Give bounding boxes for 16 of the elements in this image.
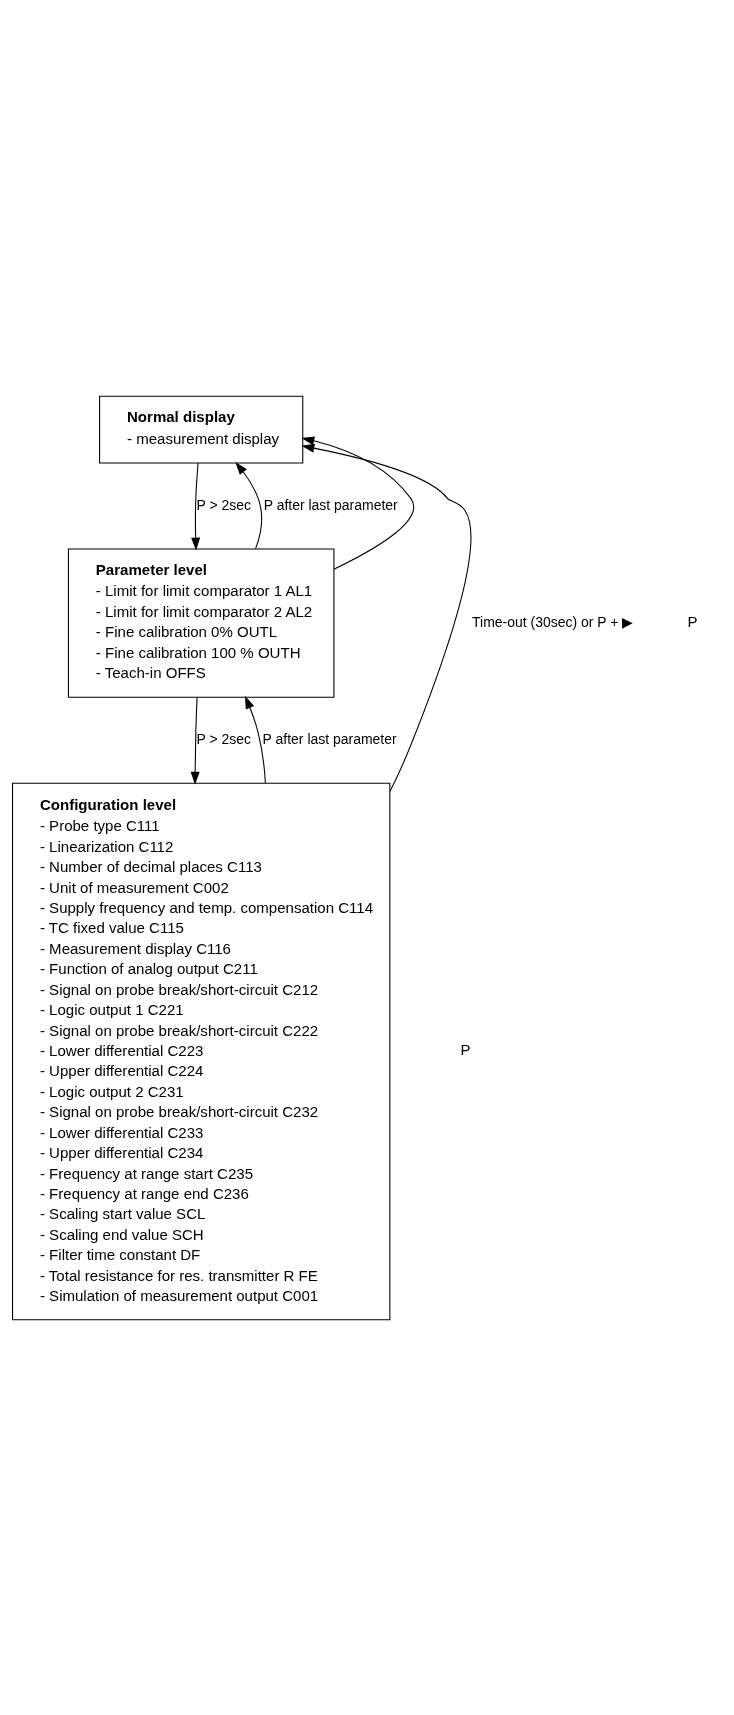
arrow (301, 435, 415, 570)
arrow (190, 696, 200, 785)
arrow (235, 461, 263, 549)
edge-label: P after last parameter (262, 730, 397, 747)
node-box: Normal display - measurement display (99, 395, 304, 463)
arrow (191, 462, 201, 550)
edge-label: P > 2sec (196, 496, 252, 513)
arrow (244, 695, 266, 784)
node-box: Configuration level - Probe type C111 - Linearization C112 - Number of decimal places C113 - Unit of measurement C002 - Supply frequency and temp. compensation C114 - TC fixed value C115 - Measurement display C116 - Function of analog output C211 - Signal on probe break/short-circuit C212 - Logic output 1 C221 - Signal on probe break/short-circuit C222 - Lower differential C223 - Upper differential C224 - Logic output 2 C231 - Signal on probe break/short-circuit C232 - Lower differential C233 - Upper differential C234 - Frequency at range start C235 - Frequency at range end C236 - Scaling start value SCL - Scaling end value SCH - Filter time constant DF - Total resistance for res. transmitter R FE - Simulation of measurement output C001 (12, 782, 391, 1320)
edge-label: P after last parameter (263, 496, 398, 513)
node-box: Parameter level - Limit for limit comparator 1 AL1 - Limit for limit comparator 2 AL2 - Fine calibration 0% OUTL - Fine calibration 100 % OUTH - Teach-in OFFS (67, 547, 335, 698)
arrow (301, 443, 472, 792)
label: P (460, 1040, 471, 1058)
edge-label: Time-out (30sec) or P + ▶ (472, 613, 634, 630)
edge-label: P > 2sec (196, 730, 252, 747)
label: P (687, 612, 698, 630)
